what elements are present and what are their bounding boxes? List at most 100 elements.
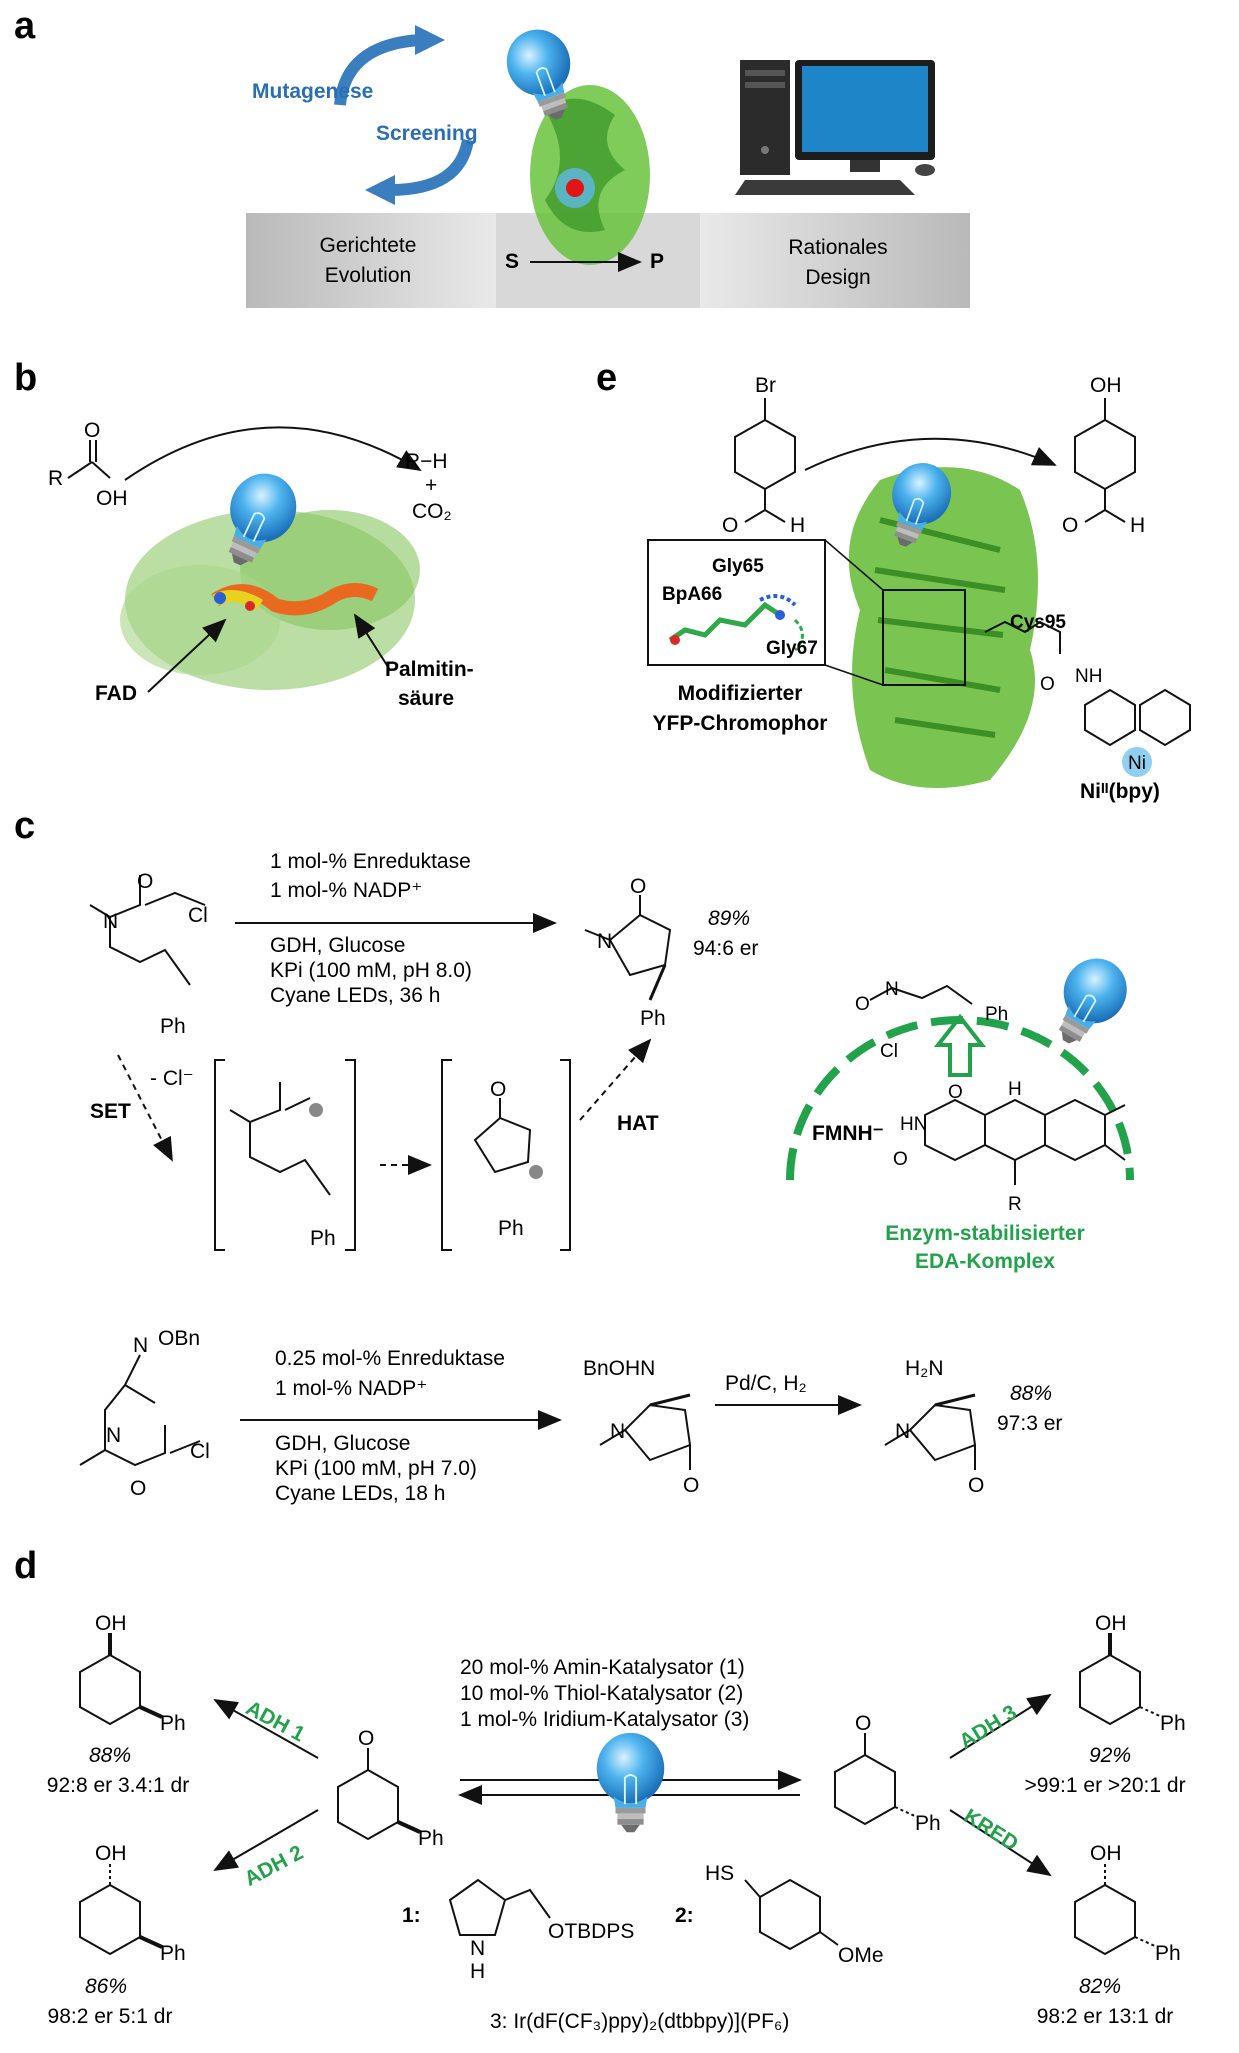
nibpy-label: Niᴵᴵ(bpy) [1080, 780, 1160, 803]
alcohol-4: OH Ph [1074, 1842, 1181, 1965]
p4-selectivity: 98:2 er 13:1 dr [1037, 2005, 1174, 2028]
alcohol-2: OH Ph [79, 1842, 186, 1965]
gly65-label: Gly65 [712, 556, 764, 577]
panel-e: e Br O H OH O H [596, 357, 1191, 803]
r2-n: N [106, 1424, 121, 1447]
cond2-line1: 0.25 mol-% Enreduktase [275, 1347, 505, 1370]
eda-label-1: Enzym-stabilisierter [885, 1222, 1085, 1245]
panel-label-a: a [14, 5, 36, 47]
p1-ph: Ph [640, 1007, 666, 1030]
cat-line1: 20 mol-% Amin-Katalysator (1) [460, 1656, 745, 1679]
adh1-arrow [213, 1699, 319, 1759]
svg-text:OH: OH [1095, 1612, 1127, 1635]
p1-n: N [597, 930, 612, 953]
svg-text:Ph: Ph [160, 1712, 186, 1735]
adh2-arrow [213, 1809, 319, 1872]
substrate-s: S [505, 250, 519, 273]
panel-label-e: e [596, 357, 617, 399]
chromophore-label-1: Modifizierter [678, 682, 803, 705]
o-right: O [1062, 514, 1078, 537]
product-p: P [650, 250, 664, 273]
cycle-arrowhead-bottom [365, 175, 395, 205]
cond2-line2: 1 mol-% NADP⁺ [275, 1377, 427, 1400]
panel-d: d 20 mol-% Amin-Katalysator (1) 10 mol-%… [14, 1545, 1186, 2033]
p3-selectivity: >99:1 er >20:1 dr [1024, 1774, 1185, 1797]
amide-nh: NH [1075, 666, 1102, 687]
panel-label-c: c [14, 805, 35, 847]
eda-arrow [933, 1013, 987, 1077]
panel-a: a Gerichtete Evolution Rationales Design… [14, 5, 970, 308]
p2-selectivity: 98:2 er 5:1 dr [48, 2005, 173, 2028]
cycle-arrow-bottom [389, 138, 474, 196]
cond2-line4: KPi (100 mM, pH 7.0) [275, 1457, 477, 1480]
cond1-line1: 1 mol-% Enreduktase [270, 850, 471, 873]
oxime-obn: OBn [158, 1327, 200, 1350]
product-plus: + [425, 474, 437, 497]
panel-b: b R O OH R−H + CO₂ FAD Palmitin- säure [14, 357, 474, 710]
br-label: Br [755, 374, 776, 397]
p2-o: O [683, 1474, 699, 1497]
cond2-line3: GDH, Glucose [275, 1432, 410, 1455]
cycle-arrow-top [334, 34, 421, 106]
eda-cl: Cl [880, 1041, 898, 1062]
computer-icon [735, 60, 935, 195]
adh3-label: ADH 3 [955, 1701, 1021, 1754]
kred-arrow [949, 1809, 1052, 1877]
svg-text:H: H [470, 1960, 485, 1983]
pdc-label: Pd/C, H₂ [725, 1372, 807, 1395]
ome-label: OMe [838, 1944, 884, 1967]
amide-o: O [1040, 674, 1055, 695]
cat2-number: 2: [675, 1904, 694, 1927]
svg-text:R: R [1008, 1194, 1022, 1215]
p3-yield: 92% [1089, 1744, 1131, 1767]
p1-o: O [630, 875, 646, 898]
design-line2: Design [805, 266, 870, 289]
evolution-box [246, 213, 496, 308]
thiol-structure [744, 1878, 839, 1951]
cond1-line3: GDH, Glucose [270, 934, 405, 957]
r1-n: N [103, 910, 118, 933]
svg-text:O: O [358, 1727, 374, 1750]
yield-2: 88% [1010, 1382, 1052, 1405]
svg-text:H: H [1008, 1079, 1022, 1100]
acid-r: R [48, 467, 63, 490]
svg-text:O: O [893, 1149, 908, 1170]
ni-atom: Ni [1128, 753, 1146, 774]
set-arrow [117, 1054, 173, 1162]
chromophore-zoom-box [882, 589, 966, 686]
svg-text:O: O [948, 1082, 963, 1103]
r2-o: O [130, 1477, 146, 1500]
bnohn-label: BnOHN [583, 1357, 655, 1380]
r1-cl: Cl [188, 904, 208, 927]
ketone-left: O Ph [337, 1727, 444, 1850]
bpa66-label: BpA66 [662, 584, 722, 605]
protein-e [848, 467, 1038, 788]
svg-text:Ph: Ph [418, 1827, 444, 1850]
cat-line3: 1 mol-% Iridium-Katalysator (3) [460, 1708, 749, 1731]
hs-label: HS [705, 1862, 734, 1885]
chromophore-sticks [668, 594, 804, 652]
palm-label-1: Palmitin- [385, 658, 474, 681]
evolution-line1: Gerichtete [320, 234, 417, 257]
cat1-number: 1: [402, 1904, 421, 1927]
svg-text:HN: HN [900, 1114, 927, 1135]
o-left: O [722, 514, 738, 537]
fad-pointer [147, 618, 227, 693]
eda-o: O [855, 994, 870, 1015]
fad-label: FAD [95, 682, 137, 705]
cycle-arrowhead-top [415, 25, 445, 55]
evolution-line2: Evolution [325, 264, 411, 287]
r1-ph: Ph [160, 1015, 186, 1038]
hat-arrow [579, 1038, 652, 1121]
r2-cl: Cl [190, 1440, 210, 1463]
fmnh-label: FMNH⁻ [812, 1122, 884, 1145]
svg-text:N: N [470, 1937, 485, 1960]
cat3-formula: 3: Ir(dF(CF₃)ppy)₂(dtbbpy)](PF₆) [490, 2010, 789, 2033]
panel-c: c O N Cl Ph 1 mol-% Enreduktase 1 mol-% … [14, 805, 1140, 1505]
svg-text:OH: OH [1090, 1842, 1122, 1865]
set-label: SET [90, 1100, 131, 1123]
rad2-ph: Ph [498, 1217, 524, 1240]
svg-text:Ph: Ph [160, 1942, 186, 1965]
yield-1: 89% [708, 907, 750, 930]
svg-text:Ph: Ph [915, 1812, 941, 1835]
